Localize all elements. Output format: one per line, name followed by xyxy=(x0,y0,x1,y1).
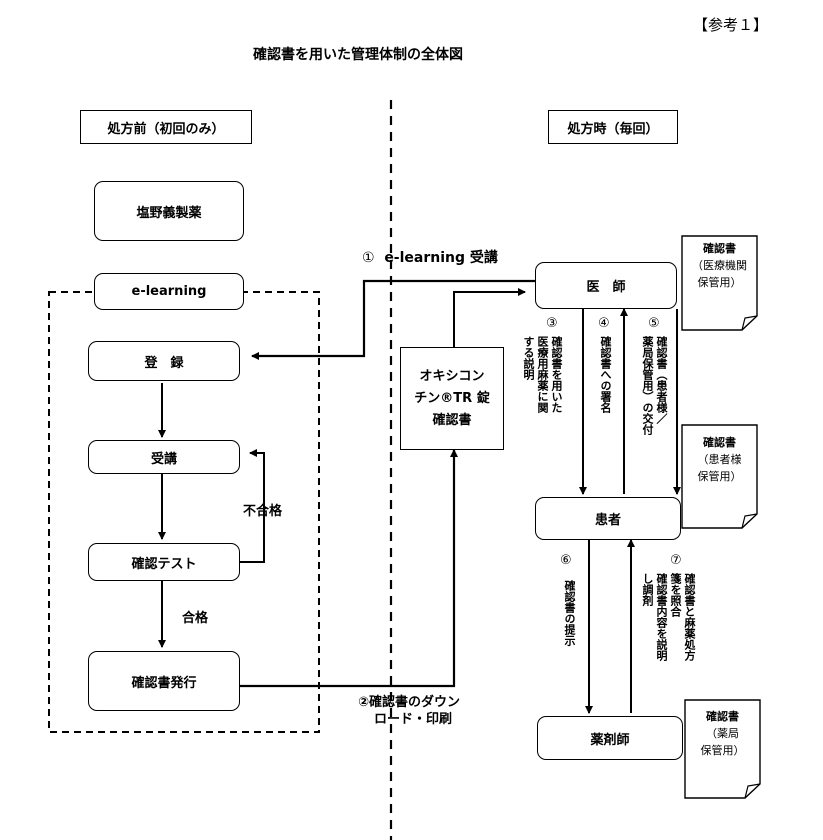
doc-pharmacy-l1: 確認書 xyxy=(706,710,739,723)
doc-medical-l1: 確認書 xyxy=(703,242,736,255)
doc-medical-shape xyxy=(681,235,758,331)
issue-box: 確認書発行 xyxy=(88,651,240,711)
step4-text: 確認書への署名 xyxy=(599,336,612,413)
step5-col1: 確認書（患者様／ xyxy=(655,336,668,424)
step3-col2: 医療用麻薬に関 xyxy=(536,336,549,413)
step7-col4: し調剤 xyxy=(641,573,654,606)
step5-col2: 薬局保管用）の交付 xyxy=(641,336,654,435)
doc-pharmacy: 確認書 （薬局 保管用） xyxy=(685,704,760,759)
patient-box: 患者 xyxy=(535,497,681,540)
step2-line2: ロード・印刷 xyxy=(374,712,453,727)
step7-col1: 確認書と麻薬処方 xyxy=(683,573,696,661)
page-title: 確認書を用いた管理体制の全体図 xyxy=(253,47,463,63)
attend-box: 受講 xyxy=(88,440,240,474)
confirm-form-line1: オキシコン xyxy=(419,368,485,384)
step4-col1: 確認書への署名 xyxy=(599,336,612,413)
confirm-form-box: オキシコン チン®TR 錠 確認書 xyxy=(400,347,504,450)
pass-label: 合格 xyxy=(182,611,209,626)
step3-num: ③ xyxy=(546,316,558,331)
step6-col1: 確認書の提示 xyxy=(563,580,576,646)
doc-medical-l3: 保管用） xyxy=(697,276,742,289)
doctor-box: 医 師 xyxy=(535,262,677,309)
ref-label: 【参考１】 xyxy=(693,16,769,34)
elearning-box: e-learning xyxy=(94,273,244,310)
doc-patient-shape xyxy=(681,424,758,529)
test-box: 確認テスト xyxy=(88,543,240,581)
doc-pharmacy-l3: 保管用） xyxy=(700,744,745,757)
step2-label: ②確認書のダウン ロード・印刷 xyxy=(358,694,460,728)
step7-num: ⑦ xyxy=(670,553,682,568)
step5-text: 確認書（患者様／ 薬局保管用）の交付 xyxy=(641,336,668,435)
doc-patient-l2: （患者様 xyxy=(697,453,742,466)
doc-pharmacy-shape xyxy=(684,699,761,799)
step5-num: ⑤ xyxy=(648,316,660,331)
step3-text: 確認書を用いた 医療用麻薬に関 する説明 xyxy=(522,336,563,413)
confirm-form-line3: 確認書 xyxy=(432,412,472,428)
doc-patient-l3: 保管用） xyxy=(697,470,742,483)
step2-line1: ②確認書のダウン xyxy=(358,695,461,710)
step1-text: e-learning 受講 xyxy=(384,250,498,266)
register-box: 登 録 xyxy=(88,341,240,381)
right-header: 処方時（毎回） xyxy=(548,110,678,144)
step1-num: ① xyxy=(362,250,375,266)
doc-medical-l2: （医療機関 xyxy=(692,259,747,272)
step4-num: ④ xyxy=(598,316,610,331)
doc-medical: 確認書 （医療機関 保管用） xyxy=(682,236,757,291)
step7-text: 確認書と麻薬処方 箋を照合 確認書内容を説明 し調剤 xyxy=(641,573,696,661)
left-header: 処方前（初回のみ） xyxy=(80,110,252,144)
doc-patient-l1: 確認書 xyxy=(703,436,736,449)
shionogi-box: 塩野義製薬 xyxy=(94,181,244,241)
step7-col2: 箋を照合 xyxy=(669,573,682,617)
fail-label: 不合格 xyxy=(243,504,283,519)
doc-patient: 確認書 （患者様 保管用） xyxy=(682,430,757,485)
step6-text: 確認書の提示 xyxy=(563,580,576,646)
step1-label: ① e-learning 受講 xyxy=(362,247,498,267)
step3-col1: 確認書を用いた xyxy=(550,336,563,413)
confirm-form-line2: チン®TR 錠 xyxy=(414,390,490,406)
step7-col3: 確認書内容を説明 xyxy=(655,573,668,661)
step6-num: ⑥ xyxy=(560,553,572,568)
doc-pharmacy-l2: （薬局 xyxy=(706,727,739,740)
pharmacist-box: 薬剤師 xyxy=(537,716,683,760)
step3-col3: する説明 xyxy=(522,336,535,380)
